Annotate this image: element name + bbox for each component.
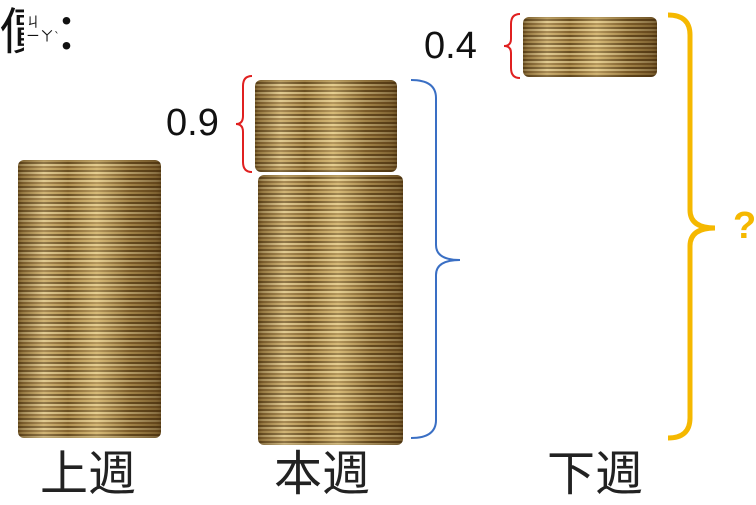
zhuyin-bottom: ㄧㄚ	[26, 29, 54, 45]
coin-stack-this-week-base	[258, 175, 403, 445]
zhuyin-top: ㄐ	[26, 15, 40, 31]
red-brace-this-week	[235, 75, 253, 173]
coin-stack-next-week-extra	[523, 17, 657, 77]
title-fragment: 價ㄐㄧㄚˋ：	[0, 2, 104, 62]
coin-stack-this-week-extra	[255, 80, 397, 172]
label-this-week: 本週	[273, 446, 370, 502]
label-next-week-extra: 0.4	[424, 25, 477, 67]
red-brace-next-week	[503, 13, 521, 79]
zhuyin-tone: ˋ	[54, 30, 60, 44]
blue-brace-this-week-total	[410, 79, 461, 439]
unknown-total-label: ?	[733, 205, 756, 247]
title-character: 價	[0, 2, 24, 62]
label-last-week: 上週	[39, 446, 136, 502]
coin-stack-last-week	[18, 160, 161, 438]
label-this-week-extra: 0.9	[166, 102, 219, 144]
zhuyin-annotation: ㄐㄧㄚˋ	[26, 15, 60, 44]
title-colon: ：	[54, 3, 104, 61]
label-next-week: 下週	[546, 446, 643, 502]
yellow-brace-next-week-total	[667, 12, 716, 441]
